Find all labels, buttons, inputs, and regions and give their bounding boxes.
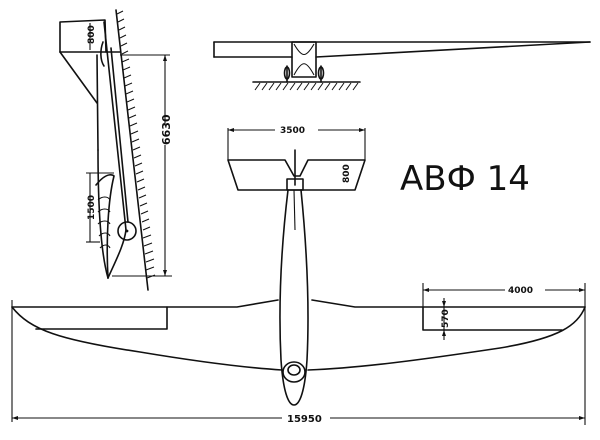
top-view: 3500 800 4000 570 15950 xyxy=(11,126,586,425)
side-view: 800 1500 6630 xyxy=(59,9,173,291)
dim-side-height: 6630 xyxy=(160,114,173,145)
dim-stabilizer-chord: 800 xyxy=(342,164,352,183)
right-wheel-icon xyxy=(317,66,325,80)
dim-aileron-length: 4000 xyxy=(508,286,533,296)
cockpit-icon xyxy=(282,361,306,383)
dim-stabilizer-span: 3500 xyxy=(280,126,305,136)
front-view xyxy=(213,41,591,91)
dim-side-wheel-gap: 1500 xyxy=(87,195,97,220)
left-wheel-icon xyxy=(283,66,291,80)
drawing-title: АВФ 14 xyxy=(400,159,530,199)
dim-side-top-width: 800 xyxy=(87,25,97,44)
dim-wingspan: 15950 xyxy=(287,414,322,425)
wheel-icon xyxy=(117,221,137,241)
dim-aileron-chord: 570 xyxy=(441,309,451,328)
